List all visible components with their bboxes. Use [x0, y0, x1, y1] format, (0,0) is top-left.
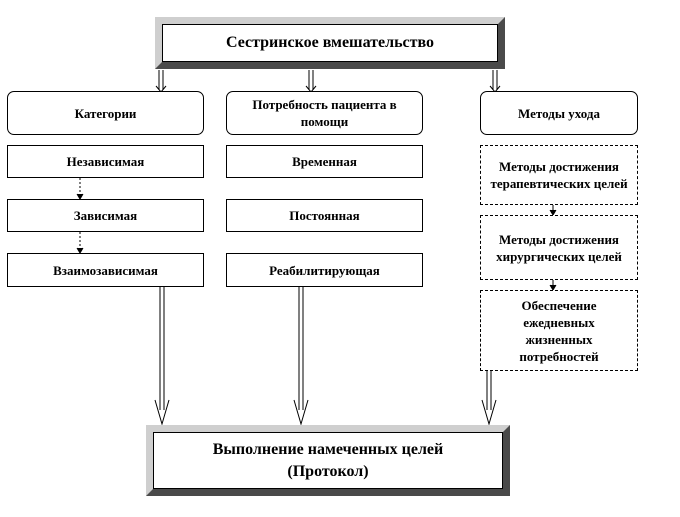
- box-independent: Независимая: [7, 145, 204, 178]
- box-interdependent: Взаимозависимая: [7, 253, 204, 287]
- box-dependent: Зависимая: [7, 199, 204, 232]
- box-surgical-methods: Методы достижения хирургических целей: [480, 215, 638, 280]
- bottom-box: Выполнение намеченных целей (Протокол): [146, 425, 510, 496]
- connector-col1-2: [76, 232, 84, 254]
- box-therapeutic-methods: Методы достижения терапевтических целей: [480, 145, 638, 205]
- top-box-title: Сестринское вмешательство: [225, 34, 435, 51]
- box-patient-need-header: Потребность пациента в помощи: [226, 91, 423, 135]
- bottom-box-title: Выполнение намеченных целей (Протокол): [212, 440, 444, 480]
- connector-col1-to-bottom: [154, 287, 170, 426]
- box-temporary: Временная: [226, 145, 423, 178]
- connector-col2-to-bottom: [293, 287, 309, 426]
- box-rehabilitating: Реабилитирующая: [226, 253, 423, 287]
- connector-col3-1: [549, 205, 557, 216]
- connector-col3-to-bottom: [481, 371, 497, 426]
- connector-top-to-need: [305, 70, 317, 93]
- box-daily-needs: Обеспечение ежедневных жизненных потребн…: [480, 290, 638, 371]
- top-box: Сестринское вмешательство: [155, 17, 505, 69]
- box-permanent: Постоянная: [226, 199, 423, 232]
- connector-col1-1: [76, 178, 84, 200]
- connector-top-to-categories: [155, 70, 167, 93]
- connector-col3-2: [549, 280, 557, 291]
- connector-top-to-methods: [489, 70, 501, 93]
- box-categories-header: Категории: [7, 91, 204, 135]
- box-care-methods-header: Методы ухода: [480, 91, 638, 135]
